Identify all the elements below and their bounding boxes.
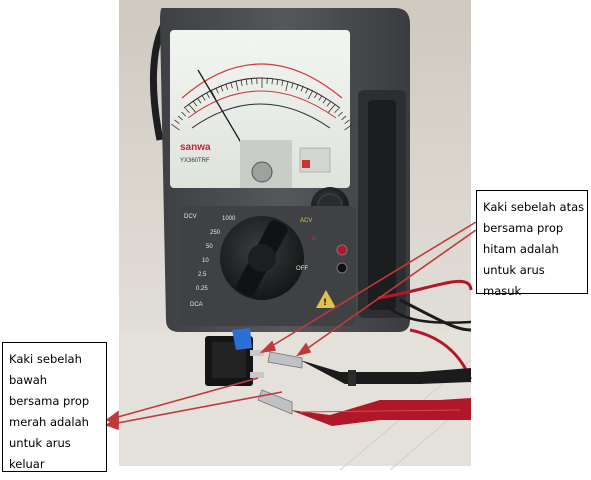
scale-tick	[344, 119, 350, 125]
range-label: 2.5	[198, 272, 207, 278]
com-jack	[336, 262, 348, 274]
scale-tick	[295, 83, 299, 90]
scale-tick	[318, 95, 323, 101]
scale-tick	[206, 92, 210, 99]
scale-tick	[215, 87, 219, 94]
scale-tick	[341, 115, 347, 121]
callout-top-line-2: bersama prop	[483, 221, 564, 235]
scale-tick	[251, 78, 253, 85]
scale-tick	[314, 92, 318, 99]
scale-tick	[220, 85, 224, 92]
scale-tick	[344, 123, 353, 131]
scale-tick	[240, 79, 243, 86]
scale-tick	[322, 98, 327, 104]
callout-bottom-line-4: merah adalah	[9, 415, 89, 429]
scale-tick	[276, 79, 279, 86]
switch-blue-tab	[232, 328, 252, 350]
callout-top-line-3: hitam adalah	[483, 242, 559, 256]
scale-tick	[281, 79, 284, 86]
scale-tick	[327, 104, 336, 113]
svg-text:!: !	[323, 298, 327, 308]
arrow-top-to-upper-leg	[261, 221, 477, 353]
arrow-top-to-black-probe	[297, 229, 477, 356]
scale-tick	[230, 82, 233, 89]
range-label: 10	[202, 258, 209, 264]
scale-tick	[174, 119, 180, 125]
callout-top-line-5: masuk	[483, 284, 522, 298]
range-label: 0.25	[196, 286, 208, 292]
range-label: 50	[206, 244, 213, 250]
scale-tick	[177, 115, 183, 121]
red-probe-cable	[377, 280, 473, 300]
callout-bottom-line-1: Kaki sebelah	[9, 352, 82, 366]
scale-tick	[245, 79, 248, 86]
arrow-bottom-to-lower-leg	[106, 377, 259, 421]
scale-tick	[235, 81, 239, 91]
red-probe	[290, 398, 471, 426]
range-label: 1000	[222, 216, 236, 222]
annotation-arrows	[105, 221, 477, 431]
range-label: DCV	[184, 214, 197, 220]
svg-text:Ω: Ω	[312, 236, 316, 242]
scale-tick	[326, 101, 331, 107]
meter-brand-label: sanwa	[180, 142, 211, 153]
scale-tick	[188, 104, 197, 113]
scale-tick	[181, 111, 187, 117]
callout-top-line-1: Kaki sebelah atas	[483, 200, 585, 214]
arrow-bottom-to-red-probe	[106, 391, 283, 426]
scale-tick	[337, 111, 343, 117]
callout-bottom-line-6: keluar	[9, 457, 45, 471]
scale-tick	[334, 108, 339, 114]
scale-tick	[201, 95, 206, 101]
scale-tick	[197, 98, 202, 104]
meter-model-label: YX360TRF	[180, 158, 210, 164]
range-label: OFF	[296, 266, 308, 272]
scale-tick	[305, 87, 309, 94]
callout-top-line-4: untuk arus	[483, 263, 545, 277]
scale-tick	[225, 83, 229, 90]
scale-tick	[171, 123, 180, 131]
svg-text:ACV: ACV	[300, 218, 312, 224]
range-label: DCA	[190, 302, 203, 308]
scale-tick	[300, 85, 304, 92]
floor	[119, 330, 471, 466]
callout-bottom-line-3: bersama prop	[9, 394, 90, 408]
scale-tick	[285, 81, 289, 91]
scale-tick	[307, 90, 314, 100]
scale-tick	[271, 78, 273, 85]
scale-tick	[291, 82, 294, 89]
callout-top-note: Kaki sebelah atas bersama prop hitam ada…	[476, 190, 588, 298]
scale-tick	[193, 101, 198, 107]
callout-bottom-note: Kaki sebelah bawah bersama prop merah ad…	[2, 342, 107, 472]
callout-bottom-line-2: bawah	[9, 373, 48, 387]
black-probe	[300, 360, 471, 384]
scale-tick	[185, 108, 190, 114]
plus-jack	[336, 244, 348, 256]
range-label: 250	[210, 230, 221, 236]
callout-bottom-line-5: untuk arus	[9, 436, 71, 450]
